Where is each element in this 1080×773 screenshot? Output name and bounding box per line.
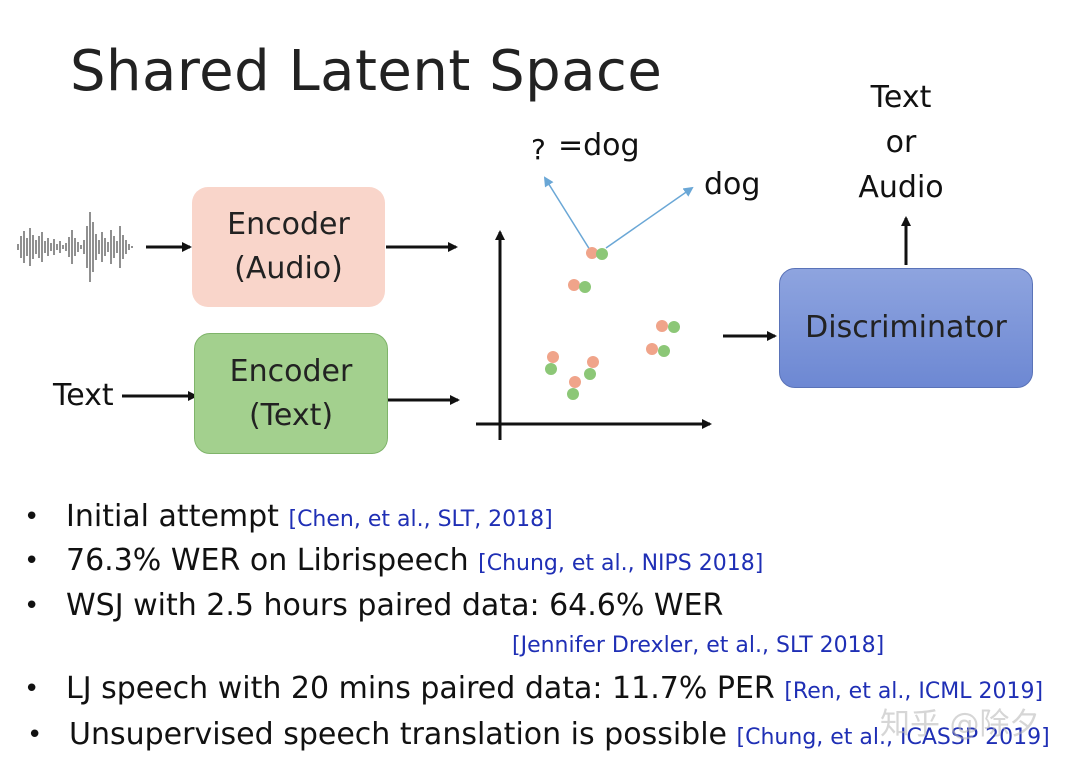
point-orange bbox=[656, 320, 668, 332]
bullet-item: • Unsupervised speech translation is pos… bbox=[27, 715, 1050, 758]
point-green bbox=[596, 248, 608, 260]
bullet-citation-drexler: [Jennifer Drexler, et al., SLT 2018] bbox=[512, 633, 885, 658]
query-label: ? bbox=[531, 133, 546, 166]
bullet-citation: [Ren, et al., ICML 2019] bbox=[784, 679, 1044, 704]
bullet-dot: • bbox=[24, 674, 40, 704]
point-green bbox=[567, 388, 579, 400]
blue-arrow-to-dog bbox=[605, 186, 694, 249]
discriminator-box: Discriminator bbox=[779, 268, 1033, 388]
bullet-citation: [Chung, et al., NIPS 2018] bbox=[478, 551, 764, 576]
bullet-item: • 76.3% WER on Librispeech [Chung, et al… bbox=[24, 541, 764, 584]
encoder-audio-label: Encoder (Audio) bbox=[227, 207, 350, 286]
point-green bbox=[545, 363, 557, 375]
point-green bbox=[584, 368, 596, 380]
point-green bbox=[658, 345, 670, 357]
bullet-dot: • bbox=[24, 591, 40, 621]
bullet-text: Unsupervised speech translation is possi… bbox=[69, 717, 737, 752]
bullet-text: LJ speech with 20 mins paired data: 11.7… bbox=[66, 671, 785, 706]
audio-waveform-icon bbox=[17, 212, 133, 282]
output-label: Text or Audio bbox=[858, 80, 944, 205]
text-input-label: Text bbox=[53, 378, 114, 413]
bullet-item: • Initial attempt [Chen, et al., SLT, 20… bbox=[24, 497, 553, 540]
bullet-text: WSJ with 2.5 hours paired data: 64.6% WE… bbox=[66, 588, 724, 623]
dog-label: dog bbox=[704, 167, 761, 202]
point-orange bbox=[587, 356, 599, 368]
latent-points bbox=[545, 247, 680, 400]
bullet-citation: [Chen, et al., SLT, 2018] bbox=[288, 507, 553, 532]
point-orange bbox=[569, 376, 581, 388]
bullet-dot: • bbox=[27, 720, 43, 750]
point-orange bbox=[547, 351, 559, 363]
bullet-text: 76.3% WER on Librispeech bbox=[66, 543, 479, 578]
encoder-text-label: Encoder (Text) bbox=[229, 353, 353, 433]
point-green bbox=[668, 321, 680, 333]
bullet-text: Initial attempt bbox=[66, 499, 289, 534]
encoder-text-box: Encoder (Text) bbox=[194, 333, 388, 454]
slide-title: Shared Latent Space bbox=[70, 39, 663, 104]
bullet-citation: [Chung, et al., ICASSP 2019] bbox=[736, 725, 1050, 750]
bullet-dot: • bbox=[24, 546, 40, 576]
discriminator-label: Discriminator bbox=[805, 310, 1007, 345]
point-orange bbox=[586, 247, 598, 259]
point-orange bbox=[646, 343, 658, 355]
point-green bbox=[579, 281, 591, 293]
point-orange bbox=[568, 279, 580, 291]
bullet-dot: • bbox=[24, 502, 40, 532]
encoder-audio-box: Encoder (Audio) bbox=[192, 187, 385, 307]
blue-arrow-to-query bbox=[543, 176, 591, 251]
bullet-item: • LJ speech with 20 mins paired data: 11… bbox=[24, 669, 1044, 712]
bullet-item: • WSJ with 2.5 hours paired data: 64.6% … bbox=[24, 586, 724, 626]
watermark: 知乎 @除夕 bbox=[880, 707, 1040, 742]
equals-dog-label: =dog bbox=[558, 128, 640, 163]
